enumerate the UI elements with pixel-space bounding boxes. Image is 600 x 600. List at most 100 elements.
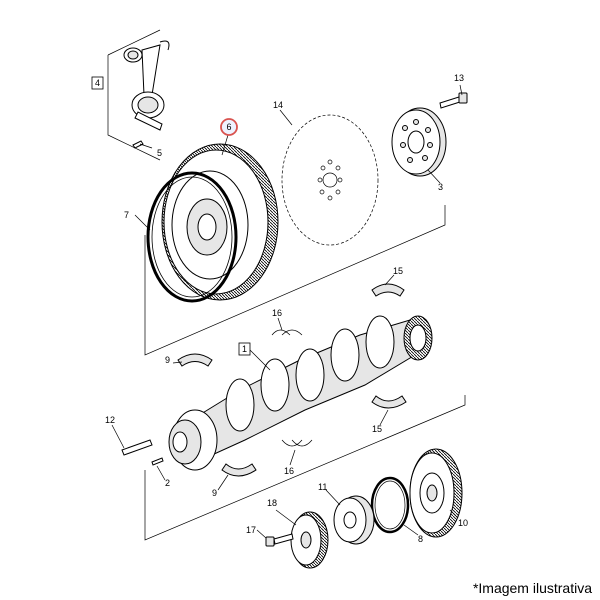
adapter-plate-hole xyxy=(402,125,408,131)
seal-ring-outer xyxy=(146,171,238,303)
callout-9b: 9 xyxy=(212,488,217,498)
flex-plate-hole xyxy=(335,189,341,195)
leader-2 xyxy=(156,465,166,481)
seal-ring-8 xyxy=(370,476,410,534)
leader-12 xyxy=(111,424,125,449)
thrust-washer-16-upper-b xyxy=(281,329,303,336)
seal-ring xyxy=(146,171,238,303)
hub-11 xyxy=(333,495,375,545)
callout-11: 11 xyxy=(318,482,327,492)
bolt-13 xyxy=(439,92,468,109)
bearing-shell-15-lower xyxy=(371,395,407,409)
bearing-shells xyxy=(177,283,407,477)
crankshaft xyxy=(168,315,433,471)
callout-4-box xyxy=(91,76,104,90)
callout-15b: 15 xyxy=(372,424,382,434)
crankshaft-web xyxy=(260,358,290,412)
adapter-plate-hole xyxy=(413,119,419,125)
callout-13: 13 xyxy=(454,73,464,83)
conrod-cap-top xyxy=(159,40,170,51)
crankshaft-web xyxy=(330,328,360,382)
conrod-bushing xyxy=(127,50,139,60)
callout-9a: 9 xyxy=(165,355,170,365)
adapter-plate-hole xyxy=(407,157,413,163)
bearing-shell-15-upper xyxy=(371,283,405,297)
callout-6-highlight xyxy=(220,118,238,136)
flex-plate-center xyxy=(322,172,338,188)
seal-ring-8-inner xyxy=(374,480,406,530)
flex-plate-hole xyxy=(337,177,343,183)
thrust-washer-16-lower-b xyxy=(291,439,313,447)
thrust-washer-16-upper-a xyxy=(271,329,291,336)
thrust-washer-16-lower-a xyxy=(281,439,303,447)
dowel-pins xyxy=(121,439,164,466)
conrod-cap xyxy=(134,111,163,131)
pulley-18-center xyxy=(300,531,312,549)
dowel-pin-12 xyxy=(121,439,153,456)
adapter-plate xyxy=(391,107,447,177)
flywheel xyxy=(161,143,279,301)
crankshaft-rear-flange xyxy=(409,324,427,352)
bolt-17 xyxy=(265,533,294,547)
leader-8 xyxy=(403,524,419,536)
leader-lines xyxy=(111,84,463,539)
flex-plate-hole xyxy=(335,165,341,171)
leader-18 xyxy=(275,509,297,526)
adapter-plate-hole xyxy=(425,127,431,133)
bearing-shell-9-upper xyxy=(177,353,213,367)
crankshaft-nose xyxy=(172,431,188,453)
leader-13 xyxy=(459,84,463,96)
conrod-bolt xyxy=(132,140,144,149)
group-frames xyxy=(107,29,466,541)
leader-17 xyxy=(256,529,267,539)
flex-plate-hole xyxy=(320,165,326,171)
seal-ring-8-outer xyxy=(370,476,410,534)
leader-3 xyxy=(427,169,441,184)
callout-10: 10 xyxy=(458,518,468,528)
leader-14 xyxy=(279,109,293,126)
leader-15a xyxy=(384,274,395,286)
crankshaft-web xyxy=(365,315,395,369)
flex-plate-hole xyxy=(327,159,333,165)
callouts: 4 1 6 5 7 14 13 3 15 15 16 16 9 9 12 2 1… xyxy=(91,73,468,544)
leader-1 xyxy=(249,349,271,371)
leader-16b xyxy=(289,449,296,466)
callout-8: 8 xyxy=(418,534,423,544)
frame-front xyxy=(144,395,466,541)
seal-ring-inner xyxy=(151,176,233,298)
callout-12: 12 xyxy=(105,415,115,425)
flex-plate-outline xyxy=(281,114,379,246)
adapter-plate-hole xyxy=(422,155,428,161)
bearing-shell-9-lower xyxy=(221,463,257,477)
callout-7: 7 xyxy=(124,210,129,220)
callout-1-box xyxy=(238,342,251,356)
callout-17: 17 xyxy=(246,525,256,535)
crankshaft-web xyxy=(225,378,255,432)
leader-5 xyxy=(139,143,153,149)
hub-11-center xyxy=(343,511,357,529)
leader-9a xyxy=(172,361,183,364)
frame-conrod xyxy=(107,55,161,161)
frame-flywheel xyxy=(144,205,446,356)
leader-9b xyxy=(217,474,229,491)
leader-11 xyxy=(325,489,341,506)
crankshaft-web xyxy=(295,348,325,402)
adapter-plate-hole xyxy=(427,142,433,148)
callout-15a: 15 xyxy=(393,266,403,276)
illustrative-image-caption: *Imagem ilustrativa xyxy=(472,580,592,596)
callout-18: 18 xyxy=(267,498,277,508)
callout-2: 2 xyxy=(165,478,170,488)
callout-16a: 16 xyxy=(272,308,282,318)
callout-6: 6 xyxy=(226,122,231,132)
bolt-17-shank xyxy=(273,533,294,545)
flex-plate-hole xyxy=(327,195,333,201)
flywheel-center-bore xyxy=(197,213,217,241)
callout-3: 3 xyxy=(438,182,443,192)
leader-16a xyxy=(277,317,283,331)
leader-10 xyxy=(449,509,459,519)
callout-4: 4 xyxy=(95,78,100,88)
callout-14: 14 xyxy=(273,100,283,110)
conrod-beam xyxy=(141,44,161,96)
callout-1: 1 xyxy=(242,344,247,354)
